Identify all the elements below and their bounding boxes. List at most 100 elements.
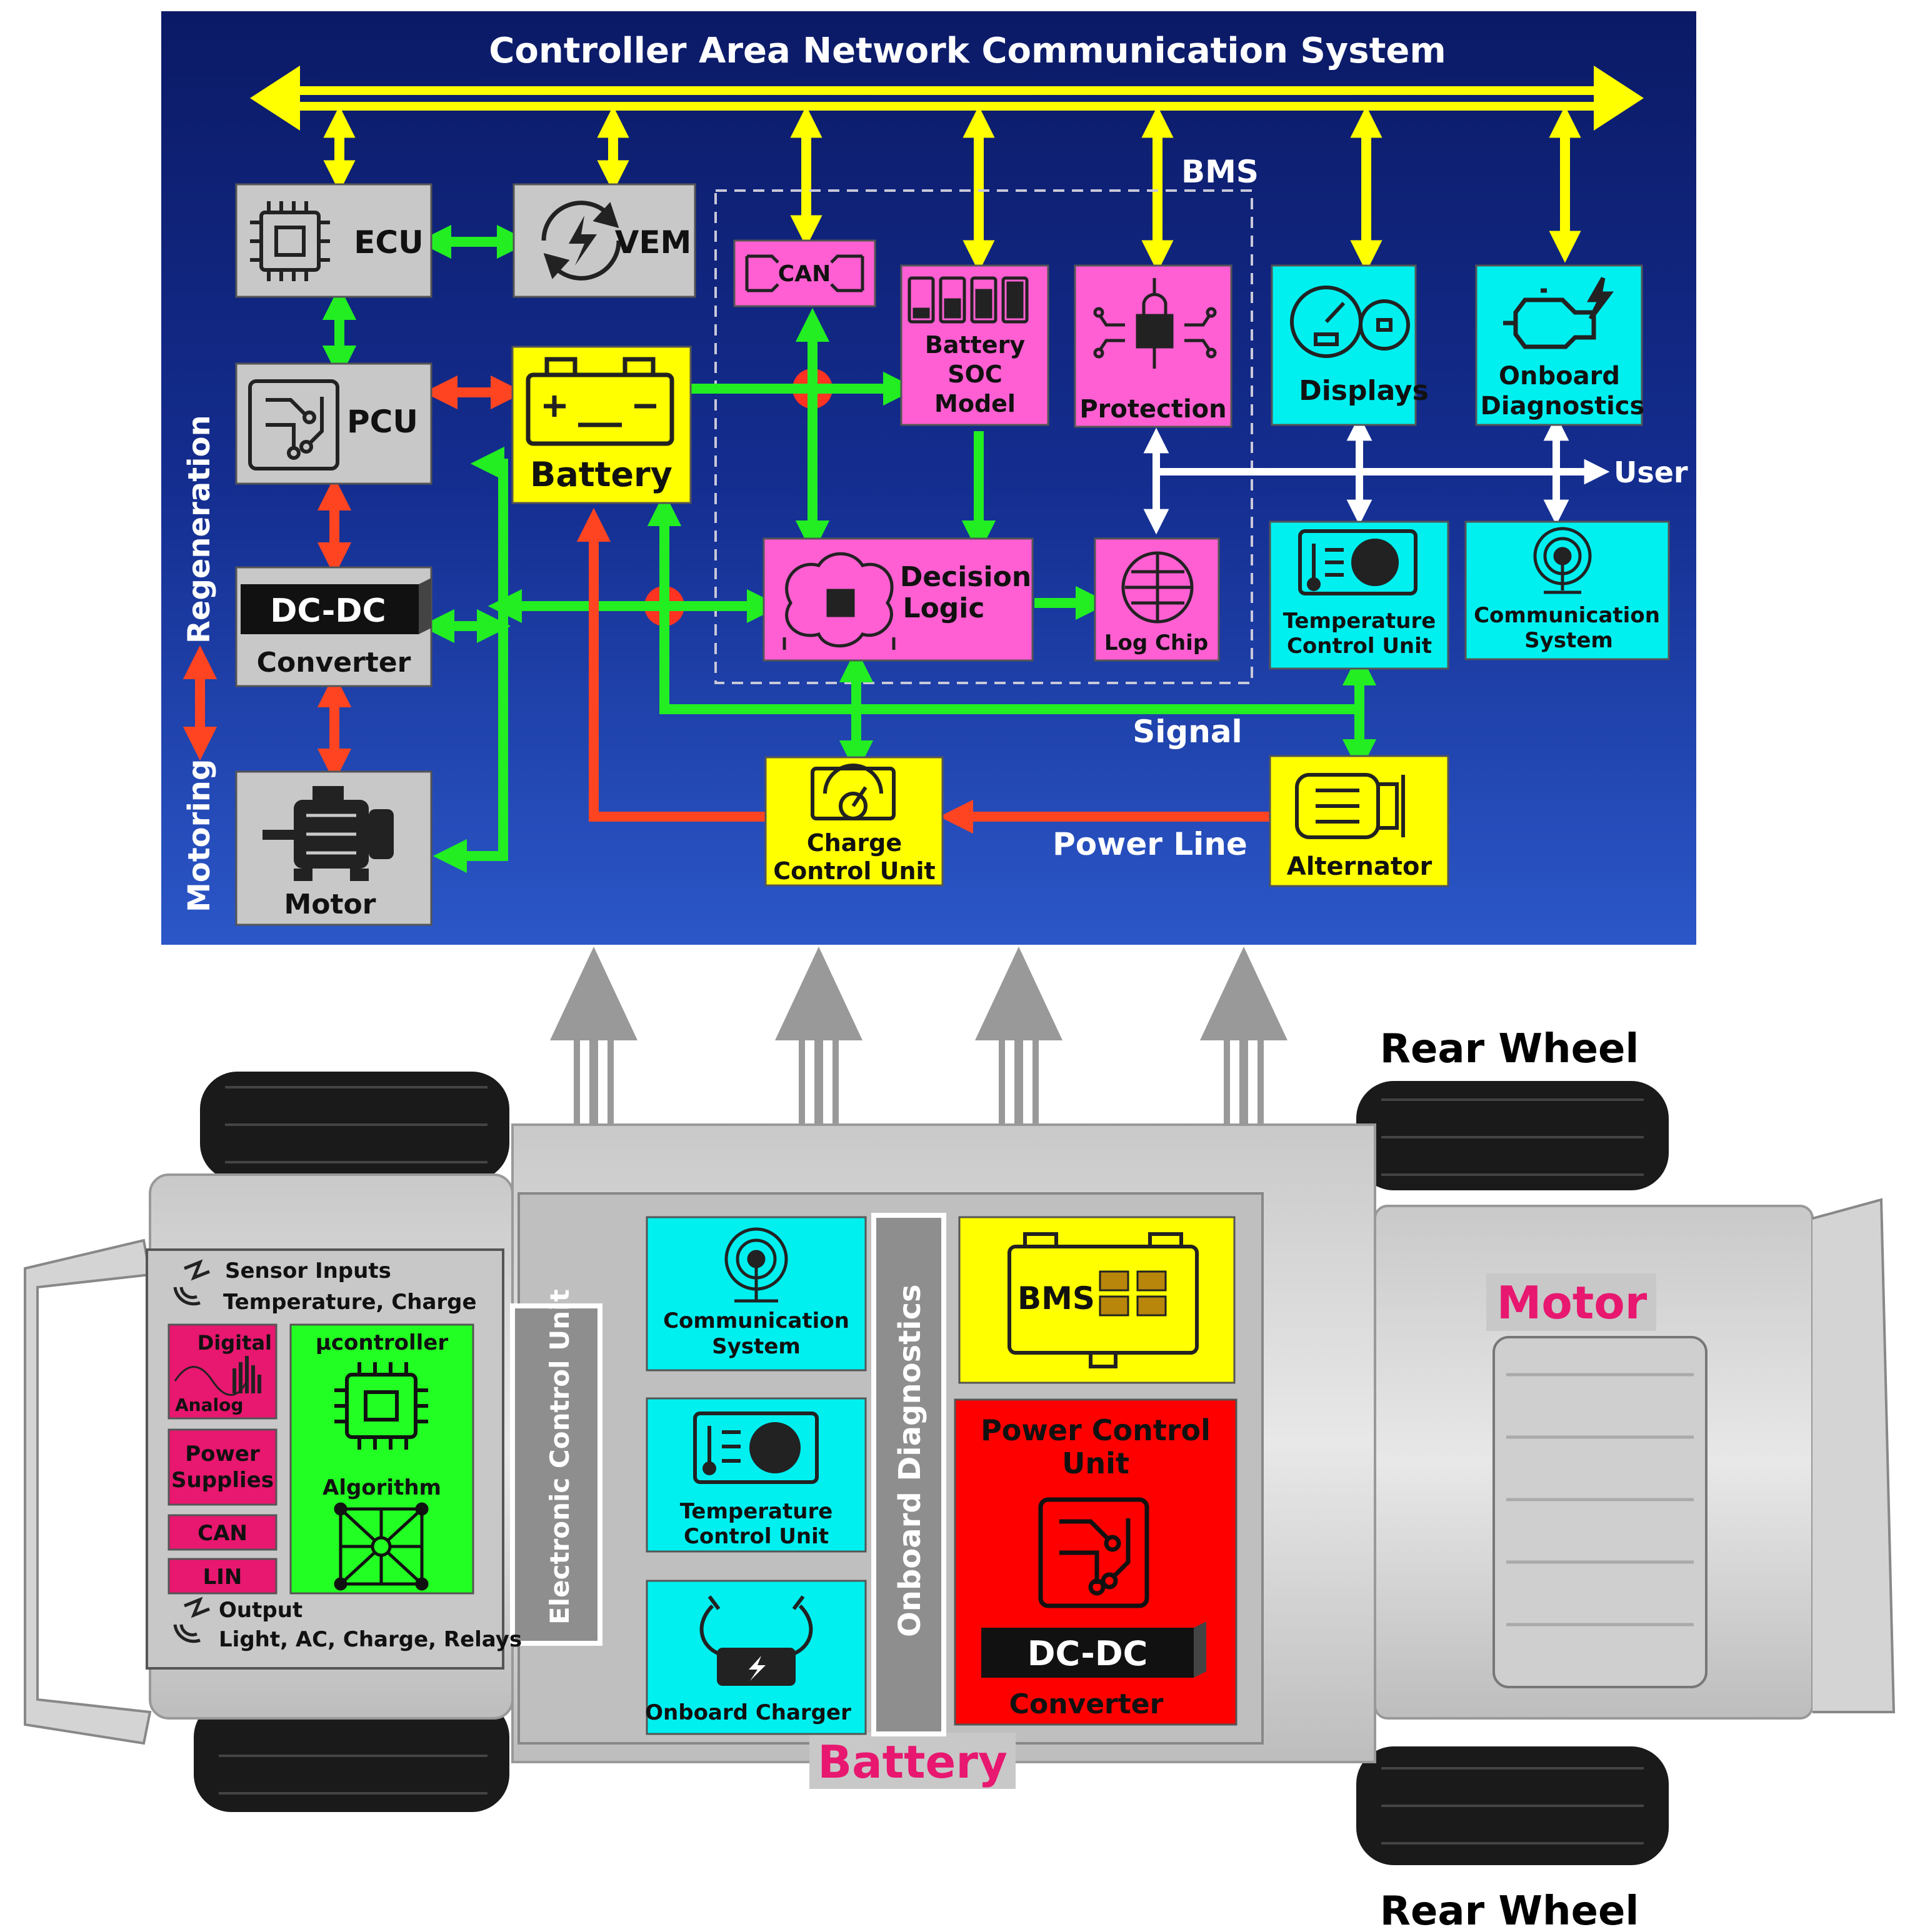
chassis-bms-module[interactable]: BMS [958, 1216, 1236, 1384]
engine-check-icon [1503, 277, 1614, 349]
temp-label-2: Control Unit [1287, 634, 1432, 659]
car-battery-icon [526, 357, 674, 446]
protection-block[interactable]: Protection [1074, 264, 1232, 428]
battery-block[interactable]: Battery [511, 346, 692, 504]
decision-label-2: Logic [903, 592, 985, 624]
onboard-diagnostics-strip[interactable]: Onboard Diagnostics [871, 1213, 946, 1736]
user-lines [1143, 415, 1610, 535]
power-supplies-label-2: Supplies [171, 1468, 274, 1493]
motor-label: Motor [284, 889, 376, 920]
vem-block[interactable]: VEM [512, 183, 696, 298]
displays-block[interactable]: Displays [1271, 264, 1429, 426]
comm-label-1: Communication [1474, 603, 1660, 628]
onboard-diagnostics-block[interactable]: Onboard Diagnostics [1475, 264, 1645, 426]
battery-levels-icon [908, 276, 1029, 324]
output-detail-label: Light, AC, Charge, Relays [219, 1627, 522, 1652]
dcdc-label-top: DC-DC [270, 592, 386, 630]
signal-label: Signal [1132, 714, 1242, 750]
gauge-dashboard-icon [1290, 286, 1410, 358]
can-bus-drops [323, 106, 1581, 272]
chassis-temperature-control-unit[interactable]: Temperature Control Unit [646, 1397, 867, 1553]
chip-icon [250, 201, 330, 281]
charge-label-1: Charge [807, 829, 902, 857]
bms-label: BMS [1181, 154, 1259, 190]
circuit-board-icon [248, 379, 339, 471]
pcu-label: PCU [347, 404, 418, 440]
dcdc-converter-block[interactable]: DC-DC Converter [235, 566, 432, 687]
decision-logic-block[interactable]: Decision Logic [762, 537, 1034, 662]
can-transfer-icon [745, 254, 864, 292]
power-lines [182, 375, 1270, 834]
sensor-inputs-label: Sensor Inputs [225, 1258, 391, 1283]
soc-label-1: Battery [925, 331, 1025, 359]
microcontroller-label: µcontroller [316, 1330, 448, 1355]
rear-wheel-label-bottom: Rear Wheel [1380, 1888, 1639, 1932]
temp-label-1: Temperature [1283, 609, 1436, 634]
chassis-charger-label: Onboard Charger [645, 1700, 851, 1725]
ecu-detail-panel: Sensor Inputs Temperature, Charge Digita… [146, 1248, 522, 1670]
circuit-board-icon [1038, 1497, 1149, 1608]
wheel [1356, 1081, 1669, 1190]
ecu-can-label: CAN [198, 1521, 248, 1546]
thermo-fan-icon [1298, 529, 1418, 595]
motor-location-label: Motor [1497, 1277, 1648, 1329]
sensor-detail-label: Temperature, Charge [223, 1290, 477, 1315]
chassis-bms-label: BMS [1018, 1280, 1095, 1317]
bms-boundary [714, 189, 1253, 684]
charge-label-2: Control Unit [773, 857, 935, 885]
charge-control-unit-block[interactable]: Charge Control Unit [764, 756, 944, 887]
alternator-block[interactable]: Alternator [1269, 755, 1449, 887]
ecu-label: ECU [354, 224, 423, 261]
motoring-label: Motoring [182, 759, 217, 912]
brain-chip-icon [782, 552, 896, 650]
chassis-temp-label-2: Control Unit [684, 1524, 829, 1549]
chassis-power-control-unit[interactable]: Power Control Unit DC-DC Converter [954, 1398, 1238, 1726]
regeneration-label: Regeneration [182, 415, 217, 644]
chassis-onboard-charger[interactable]: Onboard Charger [645, 1580, 867, 1735]
upward-data-arrows [550, 947, 1288, 1131]
chassis-comm-label-1: Communication [663, 1308, 849, 1333]
log-chip-block[interactable]: Log Chip [1094, 537, 1220, 662]
obd-label-2: Diagnostics [1481, 392, 1645, 421]
can-block[interactable]: CAN [733, 239, 876, 307]
chassis-pcu-label-1: Power Control [981, 1413, 1211, 1447]
battery-soc-model-block[interactable]: Battery SOC Model [900, 264, 1049, 426]
analog-digital-waveform-icon [174, 1366, 248, 1396]
refresh-energy-icon [541, 201, 621, 281]
can-label: CAN [778, 261, 831, 287]
protection-label: Protection [1079, 395, 1226, 424]
soc-label-3: Model [934, 390, 1016, 417]
thermo-fan-icon [693, 1412, 819, 1484]
can-system-title: Controller Area Network Communication Sy… [489, 31, 1446, 71]
comm-label-2: System [1524, 628, 1613, 653]
can-bus-line [250, 66, 1644, 131]
alternator-label: Alternator [1287, 852, 1432, 881]
chassis-comm-label-2: System [712, 1334, 801, 1359]
vem-label: VEM [615, 224, 692, 261]
algorithm-network-icon [334, 1502, 429, 1591]
algorithm-label: Algorithm [322, 1475, 441, 1500]
user-label: User [1614, 456, 1688, 489]
power-supplies-label-1: Power [185, 1442, 260, 1466]
communication-system-block[interactable]: Communication System [1464, 520, 1670, 660]
pcu-block[interactable]: PCU [235, 362, 432, 485]
chassis-communication-system[interactable]: Communication System [646, 1216, 867, 1372]
log-chip-icon [1121, 551, 1194, 624]
displays-label: Displays [1299, 375, 1429, 407]
output-label: Output [219, 1598, 302, 1623]
charge-meter-icon [811, 764, 896, 820]
temperature-control-unit-block[interactable]: Temperature Control Unit [1269, 520, 1449, 670]
antenna-signal-icon [1533, 527, 1592, 594]
digital-label: Digital [198, 1331, 272, 1355]
ecu-block[interactable]: ECU [235, 183, 432, 298]
alternator-icon [1295, 773, 1405, 839]
obd-label-1: Onboard [1499, 362, 1620, 391]
electronic-control-unit-strip[interactable]: Electronic Control Unit [510, 1289, 602, 1646]
rear-wheel-label-top: Rear Wheel [1380, 1026, 1639, 1072]
motor-block[interactable]: Motor [235, 770, 432, 926]
obd-vertical-label: Onboard Diagnostics [892, 1284, 928, 1637]
battery-location-label: Battery [818, 1736, 1008, 1788]
bms-cells-icon [1099, 1270, 1167, 1317]
chassis-temp-label-1: Temperature [680, 1499, 833, 1524]
chassis-dcdc-label-2: Converter [1009, 1688, 1164, 1720]
